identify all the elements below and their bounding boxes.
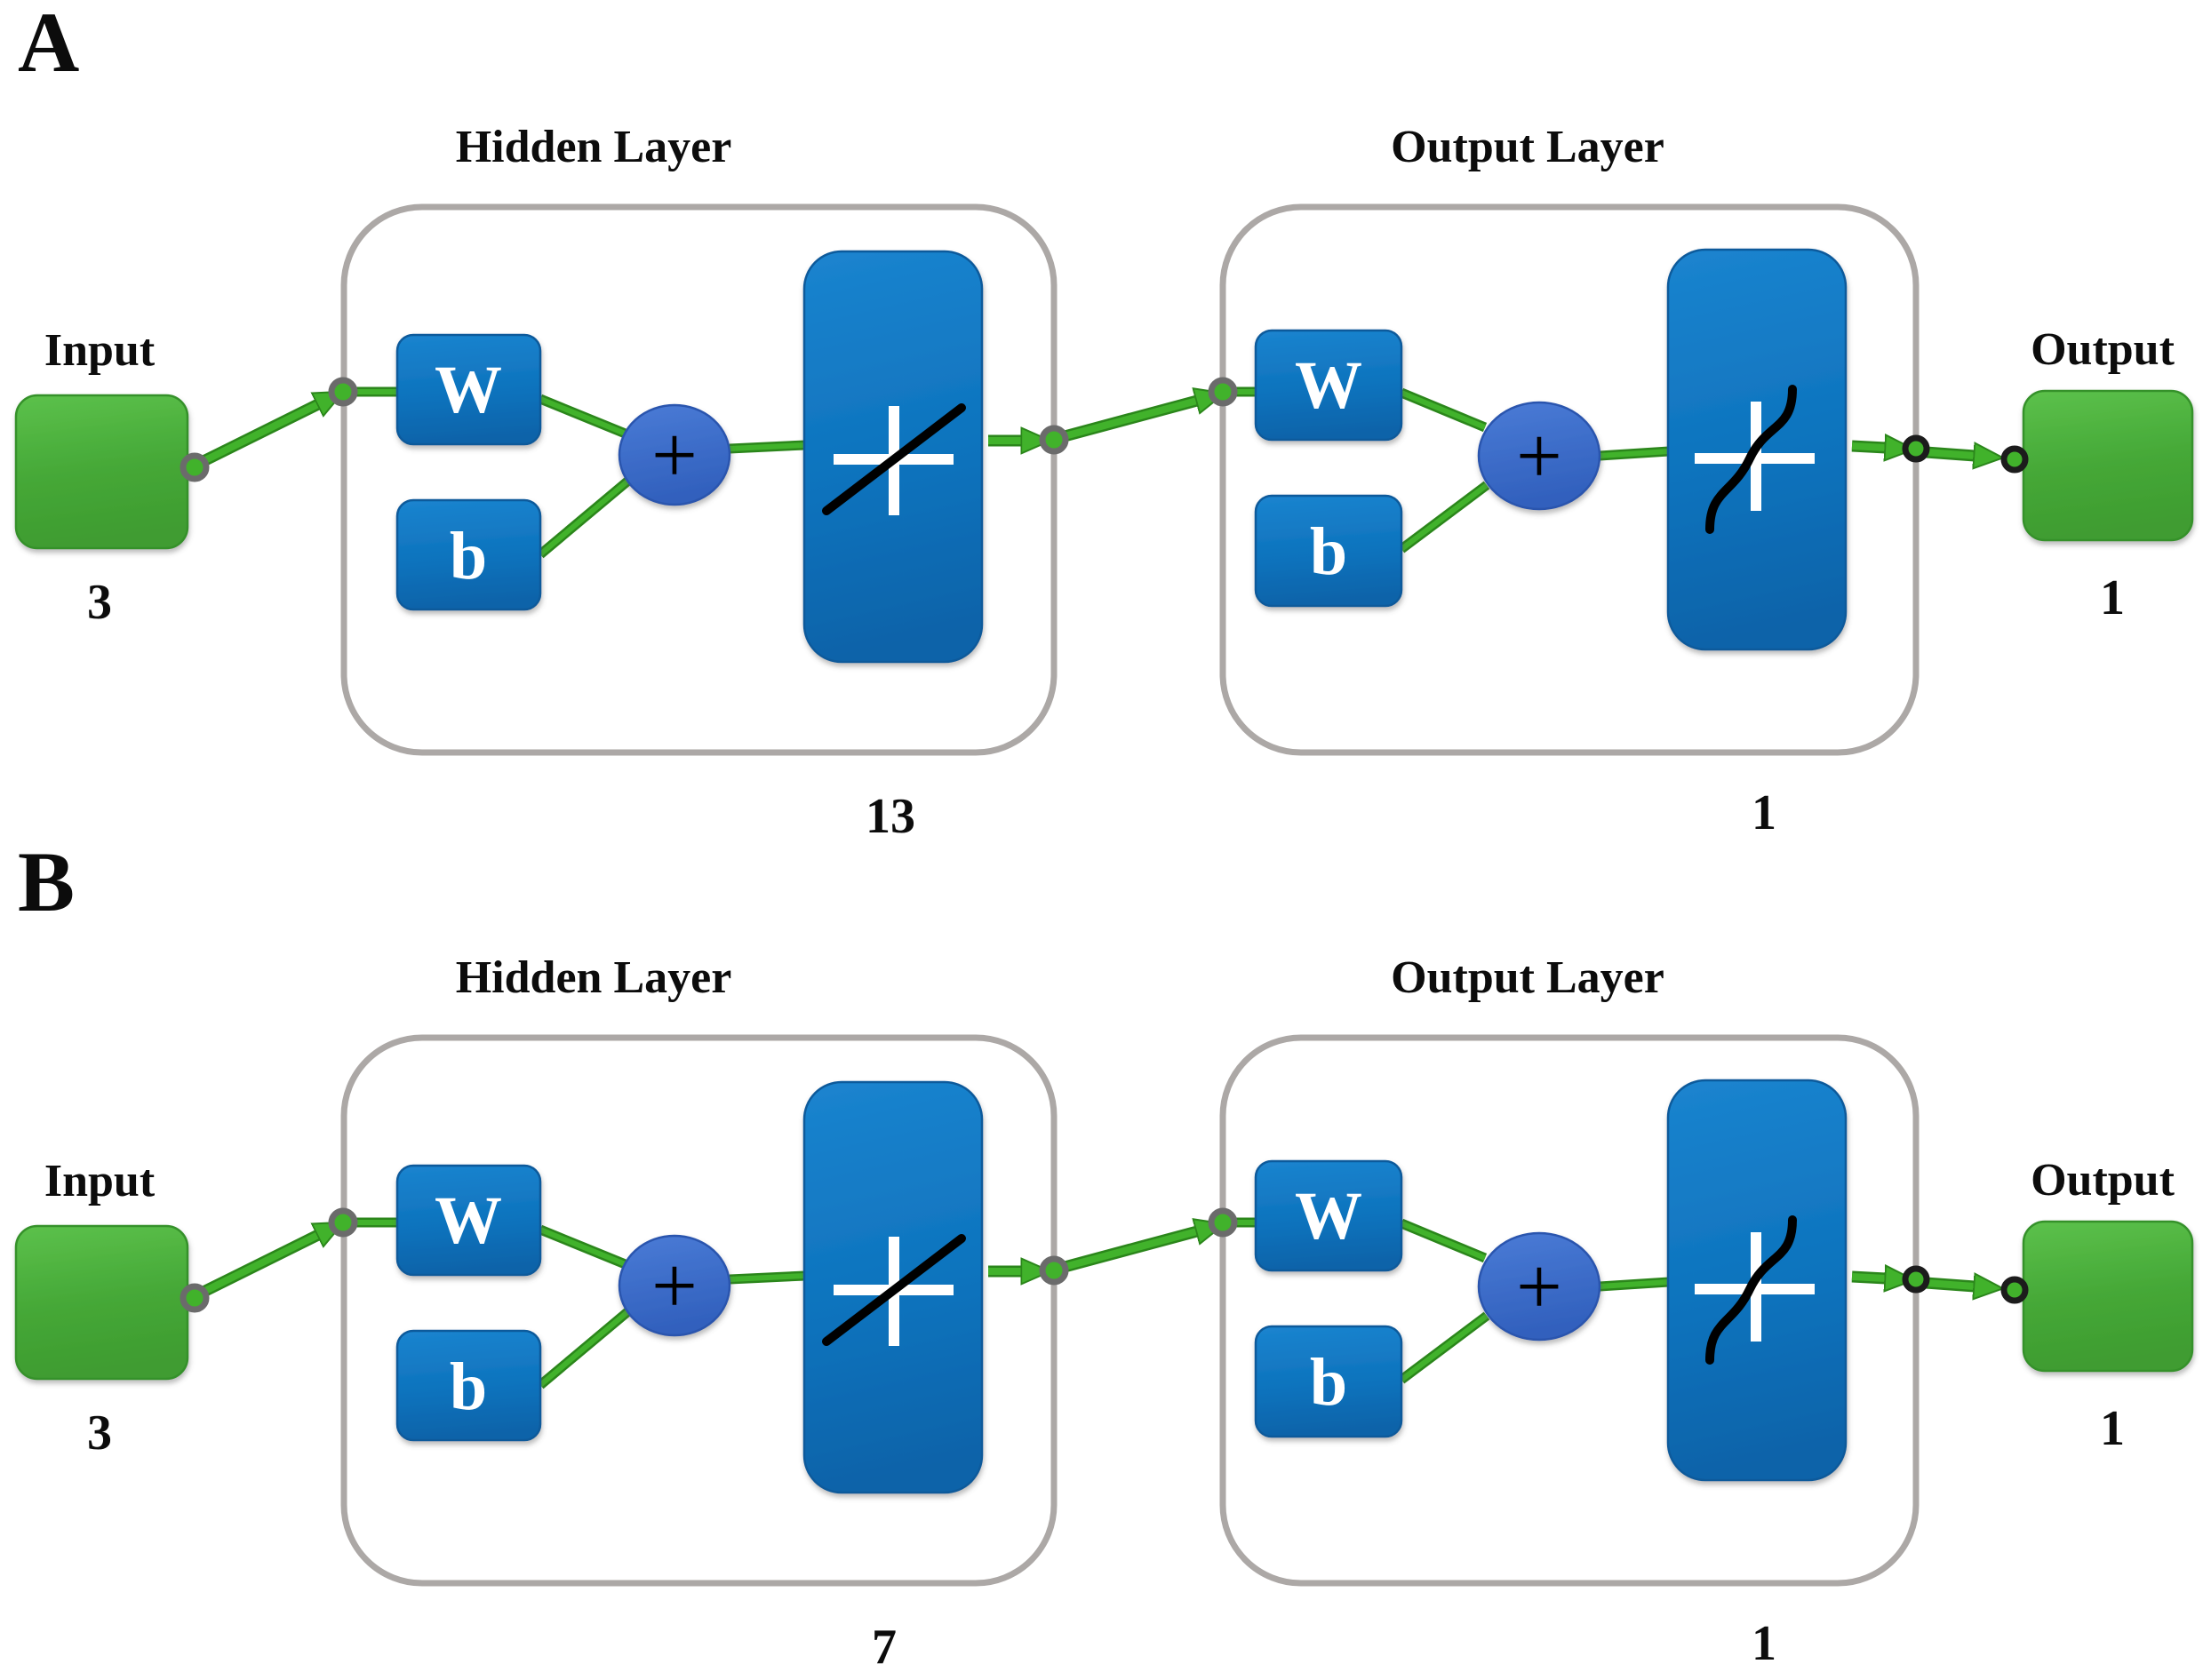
input-label: Input [44,1156,156,1206]
connector-lines [351,1217,1670,1389]
hidden-neuron-count: 7 [872,1620,897,1675]
connector-lines [351,386,1670,559]
hidden-bias-label: b [450,519,487,593]
output-sum-label: + [1516,1241,1562,1332]
output-bias-label: b [1310,514,1347,589]
output-node [2022,1220,2194,1373]
output-neuron-count: 1 [1752,1616,1776,1671]
output-label: Output [2031,324,2175,375]
output-weight-block [1254,1159,1403,1272]
panel-b: B Input 3 Hidden Layer Output Layer W b … [0,831,2211,1680]
output-entry-port [1208,377,1238,407]
sigmoid-transfer-icon [1695,1215,1815,1365]
output-bias-block [1254,1325,1403,1438]
input-port [180,452,210,482]
output-sum-junction [1477,1231,1601,1342]
linear-transfer-icon [822,403,966,515]
hidden-sum-junction [618,1234,731,1337]
hidden-layer-title: Hidden Layer [456,952,732,1003]
output-weight-label: W [1295,348,1362,423]
output-layer-title: Output Layer [1391,122,1664,172]
linear-transfer-icon [822,1234,966,1346]
hidden-bias-label: b [450,1350,487,1424]
panel-a: A Input 3 Hidden Layer Output Layer W b … [14,0,2194,844]
connection-ports [180,377,2029,482]
flow-arrows [201,401,1975,461]
input-port [180,1283,210,1313]
hidden-sum-label: + [651,1240,698,1331]
hidden-weight-block [395,333,542,446]
output-sum-label: + [1516,410,1562,501]
output-entry-port [1208,1207,1238,1238]
input-node [14,394,189,550]
output-bias-block [1254,494,1403,608]
output-weight-block [1254,329,1403,442]
output-bias-label: b [1310,1345,1347,1420]
hidden-bias-block [395,1329,542,1442]
input-size: 3 [87,1405,112,1461]
output-node [2022,389,2194,542]
hidden-exit-port [1039,1255,1069,1286]
output-neuron-count: 1 [1752,785,1776,840]
hidden-weight-block [395,1164,542,1277]
hidden-neuron-count: 13 [866,789,915,844]
output-node-port [2000,1276,2029,1304]
output-exit-port [1902,434,1930,463]
output-layer-title: Output Layer [1391,952,1664,1003]
hidden-bias-block [395,498,542,611]
output-sum-junction [1477,401,1601,511]
panel-label: B [18,834,75,929]
hidden-sum-junction [618,403,731,506]
output-exit-port [1902,1265,1930,1294]
connection-ports [180,1207,2029,1313]
hidden-weight-label: W [435,1183,502,1258]
panel-label: A [18,0,79,90]
flow-arrows [201,1231,1975,1292]
hidden-entry-port [328,1207,358,1238]
output-size: 1 [2100,1401,2125,1456]
input-node [14,1224,189,1381]
hidden-entry-port [328,377,358,407]
output-label: Output [2031,1155,2175,1206]
hidden-layer-title: Hidden Layer [456,122,732,172]
output-size: 1 [2100,570,2125,625]
output-weight-label: W [1295,1179,1362,1254]
hidden-weight-label: W [435,353,502,427]
input-size: 3 [87,575,112,630]
hidden-exit-port [1039,425,1069,455]
sigmoid-transfer-icon [1695,385,1815,534]
output-node-port [2000,445,2029,474]
hidden-sum-label: + [651,410,698,500]
input-label: Input [44,325,156,376]
